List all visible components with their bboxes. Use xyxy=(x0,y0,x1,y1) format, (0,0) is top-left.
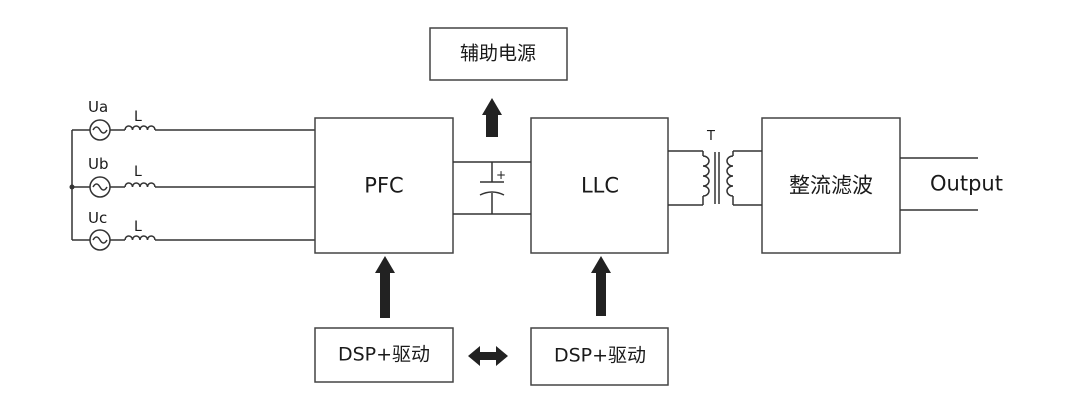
output-label: Output xyxy=(930,171,1003,196)
transformer-primary-icon xyxy=(702,155,710,197)
ac-source-c-icon xyxy=(89,229,111,251)
pfc-label: PFC xyxy=(364,173,404,198)
dsp-to-pfc-arrow-icon xyxy=(375,256,395,318)
llc-block xyxy=(530,117,669,254)
inductor-c-label: L xyxy=(134,219,142,235)
transformer-label: T xyxy=(707,129,715,144)
transformer-secondary-icon xyxy=(726,155,734,197)
junction-dot-icon xyxy=(69,184,75,190)
aux-power-label: 辅助电源 xyxy=(459,42,537,65)
source-a-label: Ua xyxy=(88,98,109,116)
capacitor-polarity-label: + xyxy=(496,168,507,182)
dsp-driver-1-label: DSP+驱动 xyxy=(337,343,431,366)
source-c-label: Uc xyxy=(88,209,108,227)
dsp-driver-1-block xyxy=(314,327,454,383)
aux-power-arrow-icon xyxy=(482,98,502,137)
inductor-a-icon xyxy=(124,125,156,131)
capacitor-plate-bottom-icon xyxy=(479,191,505,196)
llc-label: LLC xyxy=(580,173,620,198)
ac-source-a-icon xyxy=(89,119,111,141)
pfc-block xyxy=(314,117,454,254)
aux-power-block xyxy=(429,27,568,81)
dsp-driver-2-label: DSP+驱动 xyxy=(553,344,647,367)
rectifier-filter-label: 整流滤波 xyxy=(789,173,873,198)
dsp-bidirectional-arrow-icon xyxy=(468,346,508,366)
inductor-c-icon xyxy=(124,235,156,241)
inductor-a-label: L xyxy=(134,109,142,125)
inductor-b-label: L xyxy=(134,164,142,180)
source-b-label: Ub xyxy=(88,155,109,173)
dsp-to-llc-arrow-icon xyxy=(591,256,611,316)
inductor-b-icon xyxy=(124,182,156,188)
ac-source-b-icon xyxy=(89,176,111,198)
dsp-driver-2-block xyxy=(530,327,669,386)
rectifier-filter-block xyxy=(761,117,901,254)
